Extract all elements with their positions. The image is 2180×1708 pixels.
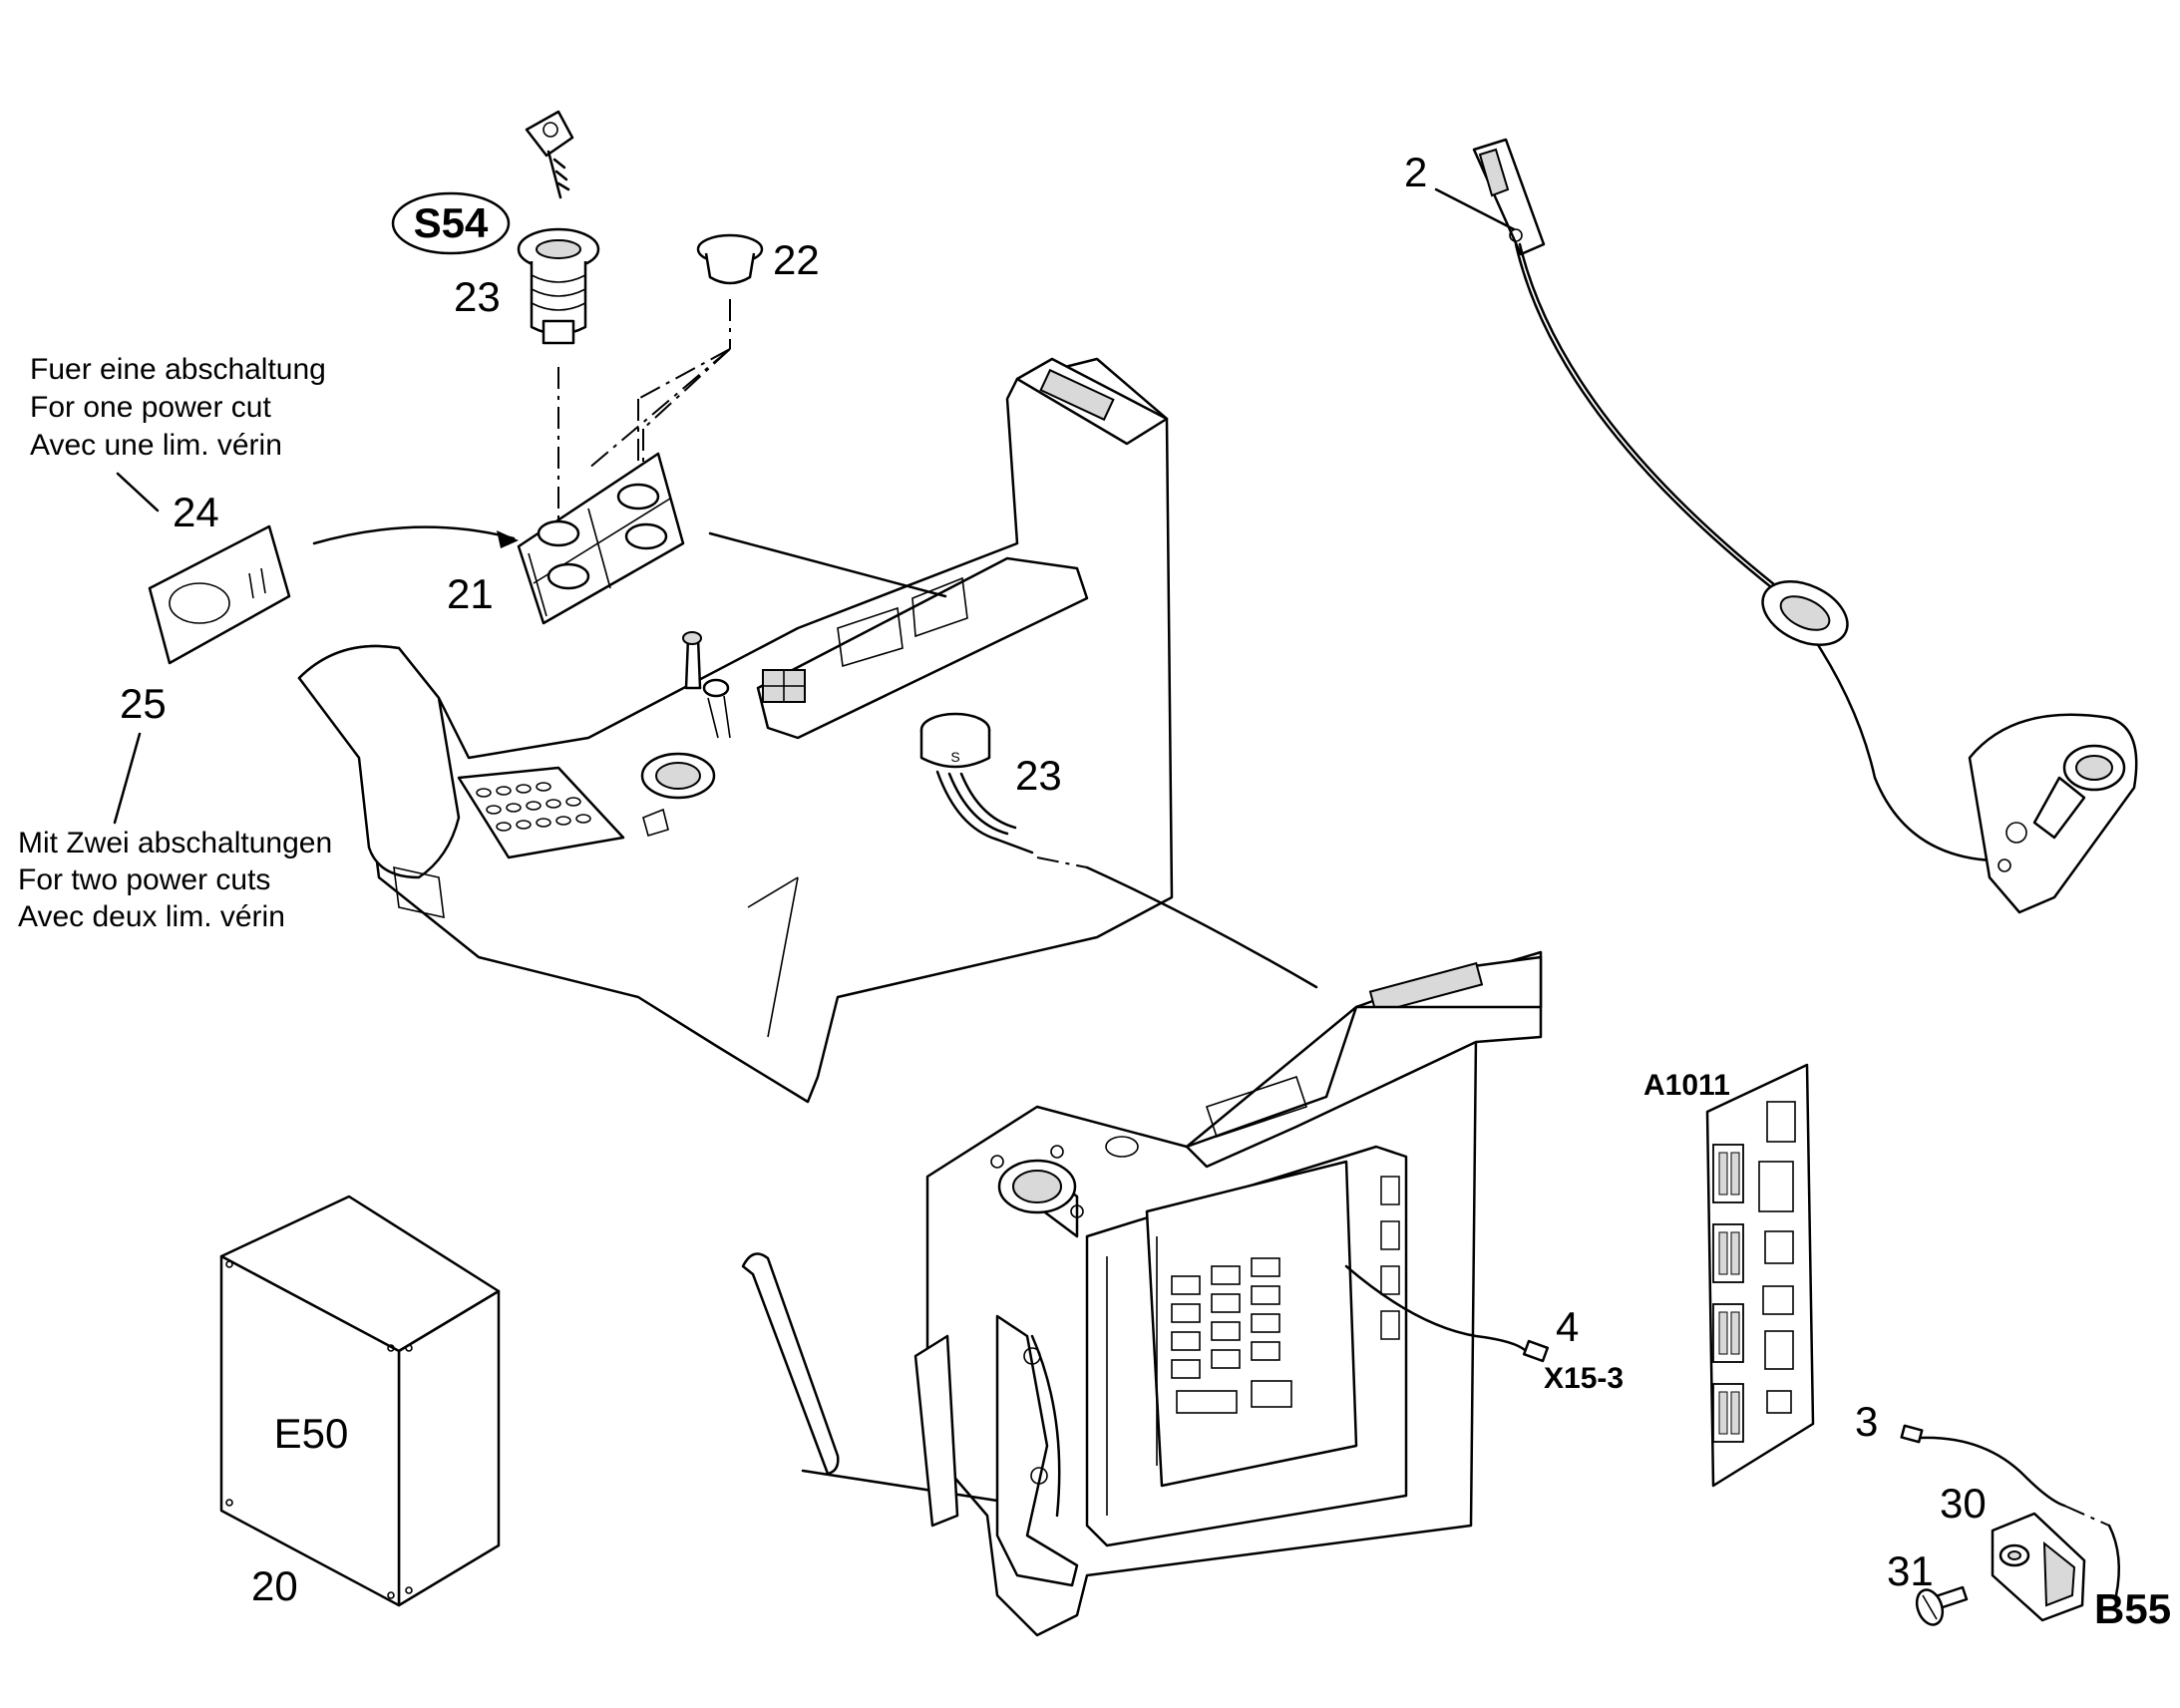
note-two-power-cuts: Mit Zwei abschaltungen For two power cut… [18,827,332,933]
leader-24 [116,472,160,512]
callout-23-top: 23 [454,273,501,320]
leader-2 [1434,187,1516,231]
electrical-box-illustration [219,1195,501,1607]
key-illustration [525,110,574,199]
s54-badge: S54 [391,191,511,255]
s54-label: S54 [414,199,489,246]
callout-2: 2 [1404,149,1427,195]
e50-label: E50 [274,1410,349,1457]
blanking-plug-illustration [696,233,764,285]
svg-text:Avec deux lim. vérin: Avec deux lim. vérin [18,900,285,933]
svg-text:Avec une lim. vérin: Avec une lim. vérin [30,429,282,462]
callout-21: 21 [447,570,494,617]
callout-30: 30 [1940,1480,1987,1527]
svg-text:For one power cut: For one power cut [30,391,271,424]
callout-23-mid: 23 [1015,752,1062,799]
cable-with-plug-illustration [1472,138,2138,914]
seat-console-illustration [297,357,1174,1104]
callout-20: 20 [251,1562,298,1609]
label-plate-illustration [148,524,291,665]
control-housing-illustration [741,950,1550,1637]
leader-panel-to-console [708,531,947,598]
pressure-switch-illustration: S [919,712,1318,989]
key-switch-illustration [517,227,600,345]
b55-label: B55 [2094,1585,2171,1632]
callout-3: 3 [1855,1398,1878,1445]
callout-22: 22 [773,236,820,283]
sensor-bracket-illustration [1991,1512,2086,1622]
callout-25: 25 [120,680,167,727]
callout-4: 4 [1556,1303,1579,1350]
panel-arrow-head [497,530,519,548]
a1011-label: A1011 [1643,1069,1730,1102]
sensor-cable-illustration [1900,1424,2121,1597]
x15-3-label: X15-3 [1544,1362,1624,1395]
callout-31: 31 [1887,1547,1934,1594]
note-one-power-cut: Fuer eine abschaltung For one power cut … [30,353,326,462]
screw-illustration [1915,1585,1969,1626]
switch-marking: S [950,749,959,765]
switch-panel-illustration [517,452,685,625]
panel-arrow-curve [312,525,516,545]
callout-24: 24 [173,489,219,535]
leader-25 [113,732,142,825]
circuit-board-illustration [1705,1063,1815,1488]
svg-text:For two power cuts: For two power cuts [18,863,270,896]
svg-text:Fuer eine abschaltung: Fuer eine abschaltung [30,353,326,386]
svg-text:Mit Zwei abschaltungen: Mit Zwei abschaltungen [18,827,332,859]
